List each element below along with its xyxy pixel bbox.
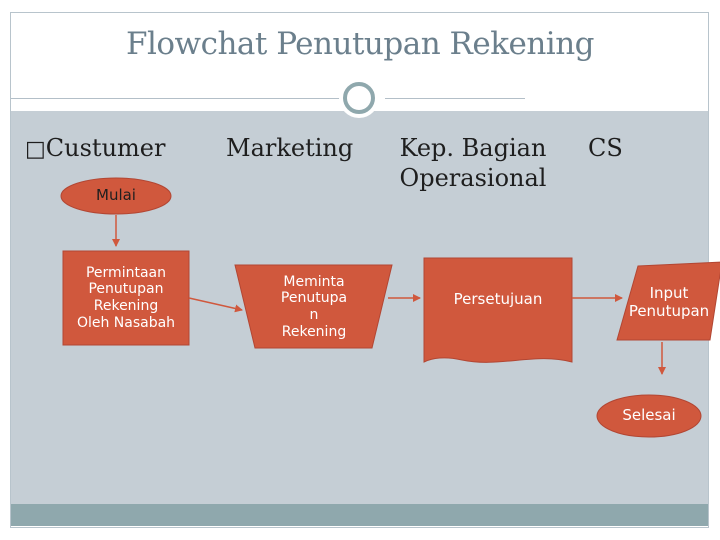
lane-header-customer: □Custumer xyxy=(25,133,165,165)
node-marketing-request-shape xyxy=(234,264,393,349)
slide-title: Flowchat Penutupan Rekening xyxy=(125,26,595,62)
node-approval-label: Persetujuan xyxy=(453,290,543,309)
node-start-label: Mulai xyxy=(96,186,136,205)
node-start-shape xyxy=(60,177,172,215)
connector-request-to-marketing xyxy=(188,297,243,313)
footer-band xyxy=(11,504,708,526)
node-request-label: Permintaan Penutupan Rekening Oleh Nasab… xyxy=(76,264,176,331)
circle-badge-ring xyxy=(343,82,375,114)
lane-header-cs: CS xyxy=(588,134,623,162)
node-input-shape xyxy=(616,261,720,341)
node-end-shape xyxy=(596,394,702,438)
title-divider-right xyxy=(385,98,525,99)
node-input-label: Input Penutupan xyxy=(628,284,710,320)
node-end-label: Selesai xyxy=(622,406,676,425)
lane-header-operations: Kep. Bagian Operasional xyxy=(399,134,547,192)
lane-header-customer-label: Custumer xyxy=(45,134,166,162)
circle-badge-icon xyxy=(339,78,379,118)
node-approval-shape xyxy=(423,257,573,363)
node-marketing-request-label: Meminta Penutupa n Rekening xyxy=(280,273,348,340)
lane-header-marketing: Marketing xyxy=(226,134,354,162)
title-divider-left xyxy=(11,98,341,99)
bullet-box-icon: □ xyxy=(25,137,46,162)
